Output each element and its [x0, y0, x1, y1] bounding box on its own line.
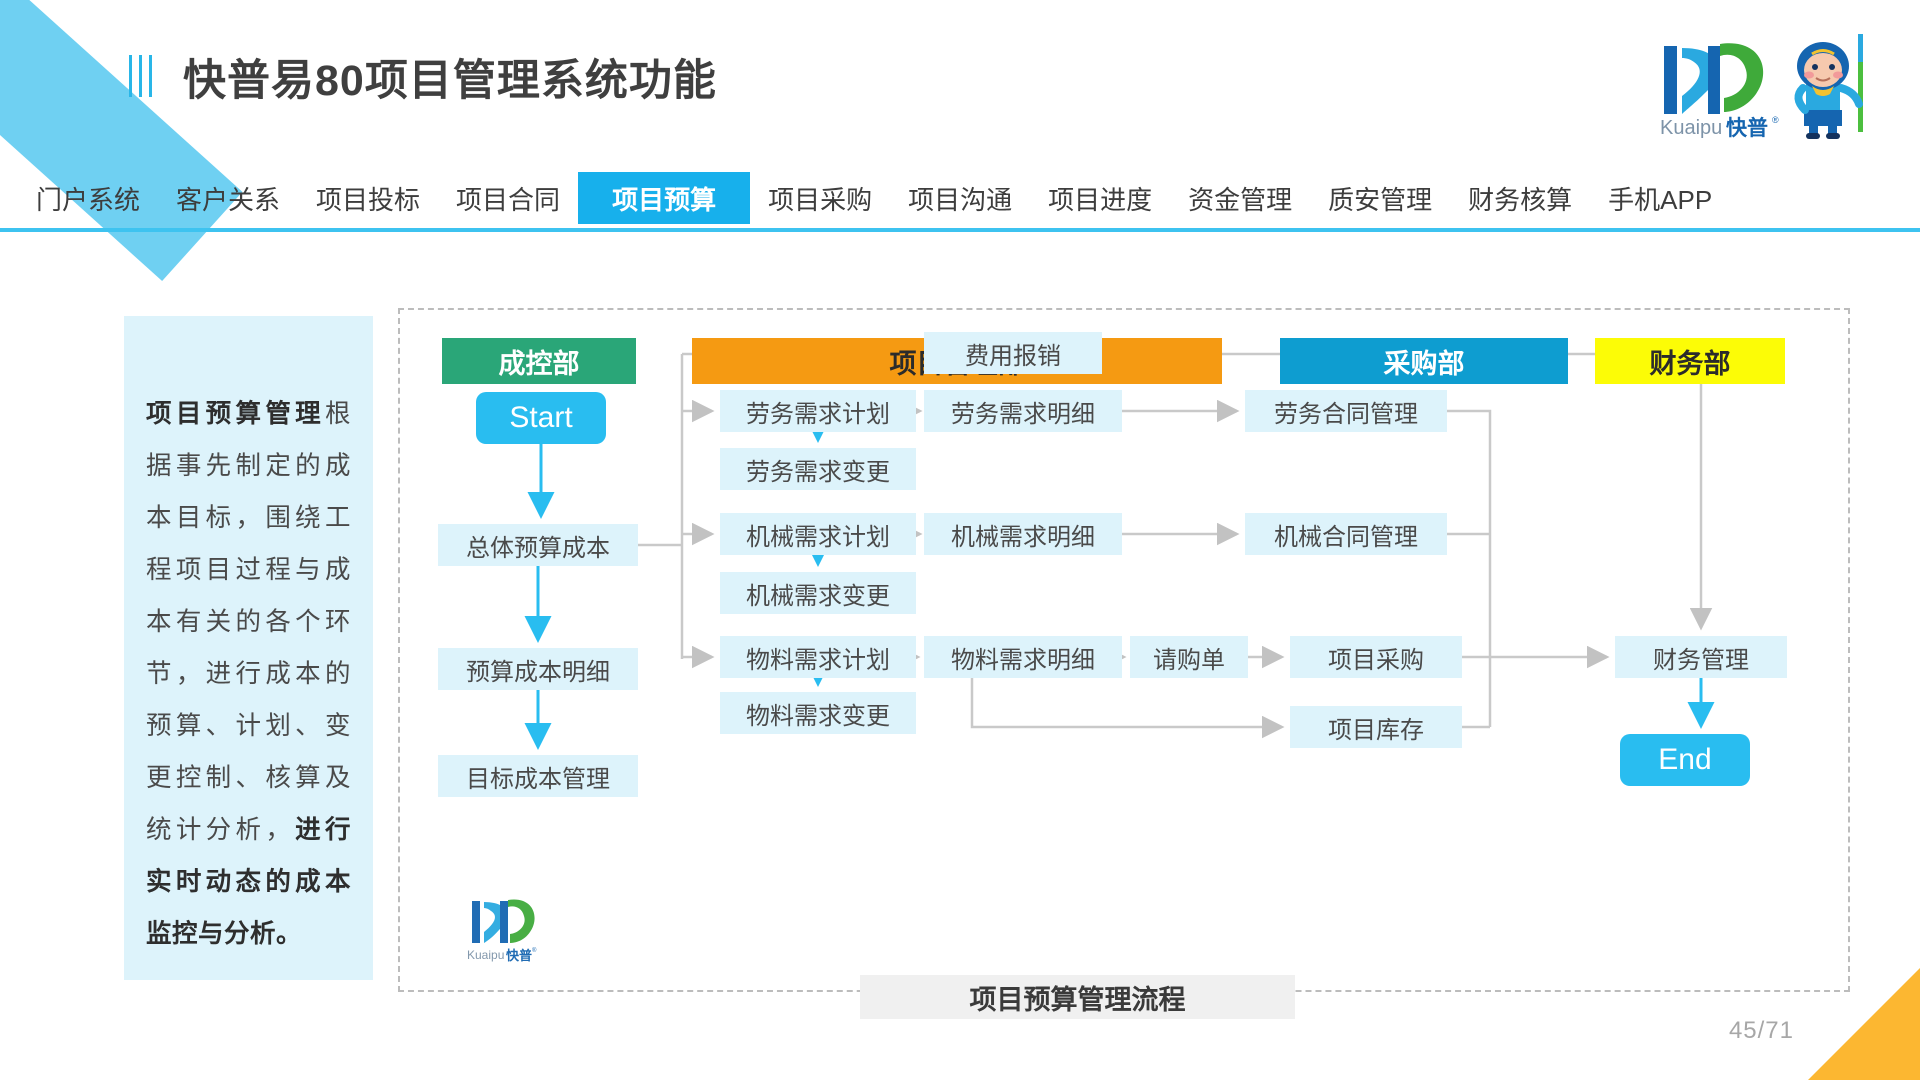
dept-header-2: 采购部 [1280, 338, 1568, 384]
svg-text:Kuaipu: Kuaipu [467, 948, 504, 962]
nav-tabs[interactable]: 门户系统 客户关系 项目投标 项目合同 项目预算 项目采购 项目沟通 项目进度 … [0, 172, 1920, 224]
flow-node-labor-plan[interactable]: 劳务需求计划 [720, 390, 916, 432]
flow-node-expense[interactable]: 费用报销 [924, 332, 1102, 374]
flow-node-material-plan[interactable]: 物料需求计划 [720, 636, 916, 678]
svg-text:®: ® [1772, 115, 1779, 125]
flow-node-machine-plan-label: 机械需求计划 [746, 523, 890, 551]
decorative-corner-triangle [1808, 968, 1920, 1080]
svg-text:快普: 快普 [506, 948, 532, 963]
flow-node-start-label: Start [509, 401, 573, 434]
flow-node-labor-detail-label: 劳务需求明细 [951, 400, 1095, 428]
nav-underline [0, 228, 1920, 232]
flow-node-total-cost[interactable]: 总体预算成本 [438, 524, 638, 566]
page-title: 快普易80项目管理系统功能 [183, 57, 717, 105]
dept-header-3-label: 财务部 [1649, 348, 1731, 379]
flow-node-finance-mgmt-label: 财务管理 [1653, 646, 1749, 674]
kuaipu-watermark-logo: Kuaipu 快普 ® [467, 899, 537, 963]
flow-node-project-inventory-label: 项目库存 [1328, 716, 1424, 744]
flow-node-expense-label: 费用报销 [965, 342, 1061, 370]
flow-node-project-purchase[interactable]: 项目采购 [1290, 636, 1462, 678]
flow-node-machine-change-label: 机械需求变更 [746, 582, 890, 610]
dept-header-0: 成控部 [442, 338, 636, 384]
logo-wordmark-latin: Kuaipu [1660, 117, 1722, 139]
flow-node-project-purchase-label: 项目采购 [1328, 646, 1424, 674]
tab-0[interactable]: 门户系统 [36, 184, 141, 215]
flow-node-labor-contract-label: 劳务合同管理 [1274, 400, 1418, 428]
flow-node-labor-contract[interactable]: 劳务合同管理 [1245, 390, 1447, 432]
flow-node-machine-detail[interactable]: 机械需求明细 [924, 513, 1122, 555]
flow-node-labor-detail[interactable]: 劳务需求明细 [924, 390, 1122, 432]
flow-node-requisition[interactable]: 请购单 [1130, 636, 1248, 678]
flow-node-material-change[interactable]: 物料需求变更 [720, 692, 916, 734]
page-number: 45/71 [1728, 1017, 1794, 1044]
flow-node-material-change-label: 物料需求变更 [746, 702, 890, 730]
flow-node-labor-change[interactable]: 劳务需求变更 [720, 448, 916, 490]
tab-2[interactable]: 项目投标 [316, 184, 421, 215]
flow-node-labor-plan-label: 劳务需求计划 [746, 400, 890, 428]
tab-5[interactable]: 项目采购 [768, 184, 873, 215]
description-segment-0: 项目预算管理 [146, 400, 325, 428]
svg-text:®: ® [532, 947, 537, 954]
dept-header-3: 财务部 [1595, 338, 1785, 384]
mascot-icon [1794, 34, 1863, 139]
tab-9[interactable]: 质安管理 [1328, 184, 1433, 215]
flow-node-material-detail-label: 物料需求明细 [951, 646, 1095, 674]
dept-header-0-label: 成控部 [498, 348, 580, 379]
title-accent-bars-icon [129, 55, 152, 97]
dept-header-2-label: 采购部 [1383, 348, 1465, 379]
description-segment-2: 进行实时动态的成本监控与分析。 [146, 816, 351, 948]
tab-4-active[interactable]: 项目预算 [578, 172, 751, 224]
description-panel: 项目预算管理根据事先制定的成本目标，围绕工程项目过程与成本有关的各个环节，进行成… [124, 316, 373, 980]
flow-node-target-cost[interactable]: 目标成本管理 [438, 755, 638, 797]
flow-node-requisition-label: 请购单 [1153, 646, 1225, 674]
flow-node-machine-contract[interactable]: 机械合同管理 [1245, 513, 1447, 555]
flow-node-labor-change-label: 劳务需求变更 [746, 458, 890, 486]
tab-10[interactable]: 财务核算 [1468, 184, 1573, 215]
flow-node-cost-detail[interactable]: 预算成本明细 [438, 648, 638, 690]
flow-node-machine-contract-label: 机械合同管理 [1274, 523, 1418, 551]
tab-6[interactable]: 项目沟通 [908, 184, 1013, 215]
tab-11[interactable]: 手机APP [1608, 184, 1713, 215]
flow-node-project-inventory[interactable]: 项目库存 [1290, 706, 1462, 748]
logo-wordmark-cn: 快普 [1726, 116, 1768, 140]
description-text: 项目预算管理根据事先制定的成本目标，围绕工程项目过程与成本有关的各个环节，进行成… [146, 388, 351, 960]
flow-node-start[interactable]: Start [476, 392, 606, 444]
tab-8[interactable]: 资金管理 [1188, 184, 1293, 215]
flow-node-cost-detail-label: 预算成本明细 [466, 658, 610, 686]
flow-node-machine-plan[interactable]: 机械需求计划 [720, 513, 916, 555]
flow-node-total-cost-label: 总体预算成本 [466, 534, 610, 562]
flowchart-canvas: 成控部 项目管理部 采购部 财务部 Start 总体预算成本 预算成本明细 目标… [398, 308, 1850, 992]
flow-node-material-plan-label: 物料需求计划 [746, 646, 890, 674]
flow-node-target-cost-label: 目标成本管理 [466, 765, 610, 793]
flow-node-end-label: End [1658, 743, 1712, 776]
decorative-diagonal-band [0, 0, 243, 282]
flow-node-end[interactable]: End [1620, 734, 1750, 786]
tab-3[interactable]: 项目合同 [456, 184, 561, 215]
kuaipu-brand-logo: Kuaipu 快普 ® [1660, 34, 1863, 140]
tab-1[interactable]: 客户关系 [176, 184, 281, 215]
flow-node-material-detail[interactable]: 物料需求明细 [924, 636, 1122, 678]
tab-7[interactable]: 项目进度 [1048, 184, 1153, 215]
flow-node-finance-mgmt[interactable]: 财务管理 [1615, 636, 1787, 678]
flowchart-caption: 项目预算管理流程 [860, 975, 1295, 1019]
description-segment-1: 根据事先制定的成本目标，围绕工程项目过程与成本有关的各个环节，进行成本的预算、计… [146, 400, 351, 844]
flow-node-machine-detail-label: 机械需求明细 [951, 523, 1095, 551]
flow-node-machine-change[interactable]: 机械需求变更 [720, 572, 916, 614]
